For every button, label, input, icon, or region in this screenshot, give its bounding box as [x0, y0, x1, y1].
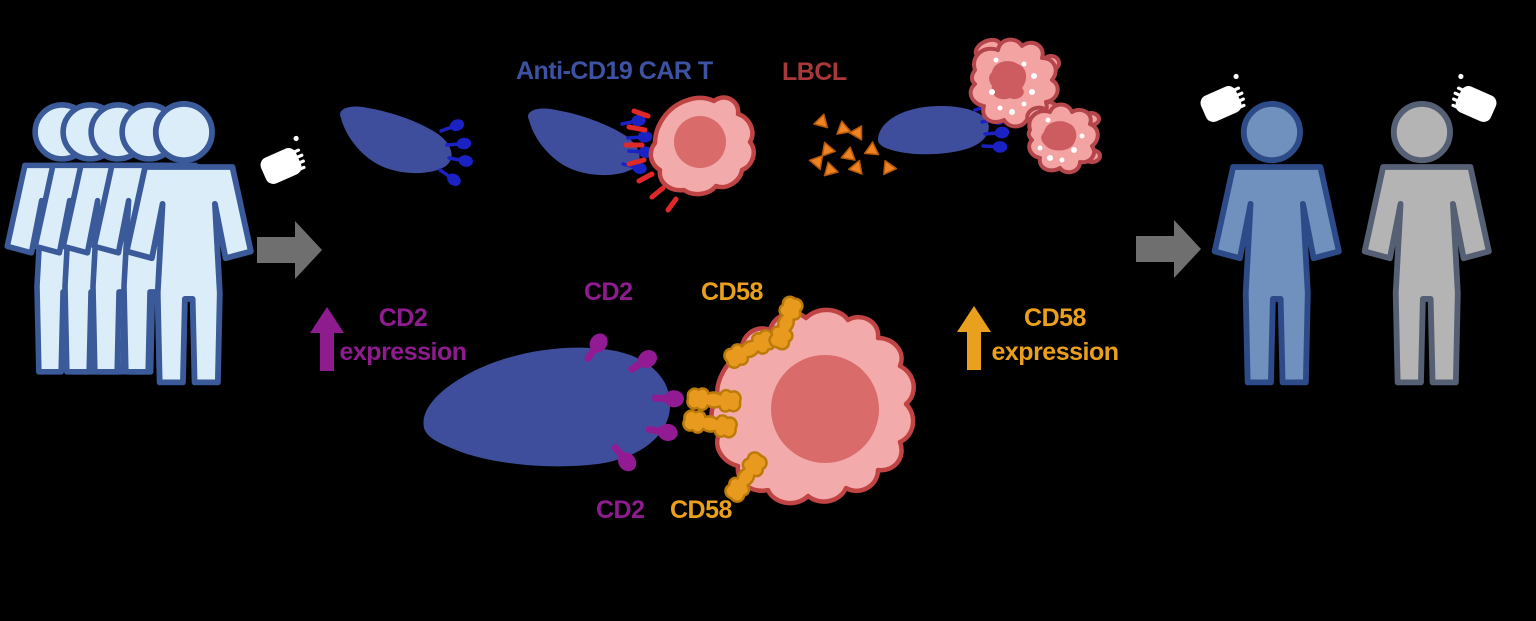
lymphoma-cell-icon [680, 293, 916, 506]
car-receptor-icon [437, 117, 466, 137]
cd58-receptor-icon [685, 386, 743, 414]
infusion-bag-icon [1445, 73, 1503, 125]
cytokine-triangle-icon [840, 145, 858, 161]
cd2-expression-line2: expression [339, 338, 467, 366]
car-t-cell-icon [423, 329, 685, 475]
car-t-cell-icon [528, 108, 654, 176]
car-receptor-icon [446, 152, 474, 168]
car-t-cell-icon [877, 97, 1010, 155]
car-t-cell-icon [340, 106, 474, 188]
patient-group-icon [7, 104, 251, 382]
lymphoma-cell-icon [623, 95, 756, 213]
responder-person-icon [1215, 104, 1339, 382]
infusion-bag-icon [1194, 73, 1252, 125]
cd58-expression-annotation: CD58 expression [980, 301, 1130, 369]
cytokine-triangle-icon [877, 156, 898, 176]
arrow-right-icon [1136, 220, 1201, 278]
nonresponder-person-icon [1365, 104, 1489, 382]
cd58-label-bottom: CD58 [670, 496, 732, 524]
cd2-expression-annotation: CD2 expression [328, 301, 478, 369]
car-receptor-icon [981, 140, 1008, 153]
cd2-expression-line1: CD2 [378, 304, 428, 332]
car-receptor-icon [444, 137, 472, 151]
cytokine-triangle-icon [863, 140, 881, 156]
apoptotic-cell-icon [968, 37, 1061, 129]
lbcl-label: LBCL [782, 58, 847, 86]
cytokine-triangle-icon [848, 121, 869, 141]
cytokine-triangle-icon [834, 119, 852, 135]
cytokine-triangle-icon [813, 111, 832, 129]
cd2-label-bottom: CD2 [596, 496, 645, 524]
cd58-expression-line1: CD58 [1024, 304, 1086, 332]
arrow-right-icon [257, 221, 322, 279]
cytokine-triangle-icon [847, 157, 867, 175]
cd58-label-top: CD58 [701, 278, 763, 306]
cytokine-triangle-icon [820, 159, 839, 177]
cytokine-triangle-icon [817, 139, 837, 157]
apoptotic-cell-icon [1025, 102, 1102, 175]
cd58-expression-line2: expression [991, 338, 1119, 366]
infusion-bag-icon [254, 135, 312, 187]
car-receptor-icon [435, 164, 463, 188]
anti-cd19-car-t-label: Anti-CD19 CAR T [516, 57, 713, 85]
cd2-label-top: CD2 [584, 278, 633, 306]
